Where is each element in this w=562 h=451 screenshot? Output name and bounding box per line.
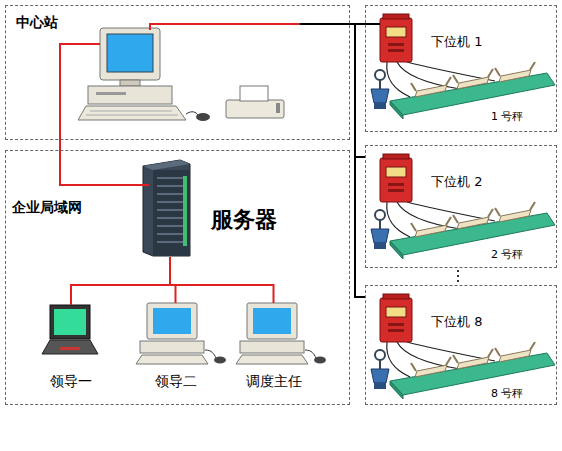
substation-box: 下位机 1 1 号秤 — [365, 5, 557, 132]
scale-label: 1 号秤 — [491, 110, 524, 123]
node-label: 下位机 1 — [431, 34, 482, 50]
node-label: 下位机 2 — [431, 174, 482, 190]
connector-segment — [150, 24, 300, 30]
connector — [300, 24, 365, 297]
node-label: 下位机 8 — [431, 314, 482, 330]
connector — [170, 257, 274, 303]
connector — [71, 257, 170, 305]
connector-segment — [170, 257, 274, 303]
substation-box: 下位机 2 2 号秤 — [365, 145, 557, 268]
connector-segment — [60, 44, 149, 185]
station-region: 中心站 — [5, 5, 350, 140]
scale-label: 8 号秤 — [491, 387, 524, 400]
terminal-node: 调度主任 — [231, 301, 316, 399]
node-label: 服务器 — [211, 207, 277, 233]
scale-label: 2 号秤 — [491, 248, 524, 261]
server-node: 服务器 — [144, 161, 281, 259]
substation-box: 下位机 8 8 号秤 — [365, 285, 557, 405]
lan-region: 企业局域网 服务器领导一 领导二 调度主任 — [5, 150, 350, 405]
terminal-node: 领导一 — [36, 301, 106, 399]
node-label: 领导二 — [155, 373, 197, 390]
node-label: 调度主任 — [246, 373, 302, 390]
node-label: 领导一 — [50, 373, 92, 390]
node-label: 中心站 — [16, 14, 58, 31]
connector — [60, 44, 149, 185]
connector-segment — [300, 24, 365, 297]
node-label: 企业局域网 — [12, 199, 82, 216]
connector-segment — [71, 257, 170, 305]
terminal-node: 领导二 — [138, 301, 213, 399]
